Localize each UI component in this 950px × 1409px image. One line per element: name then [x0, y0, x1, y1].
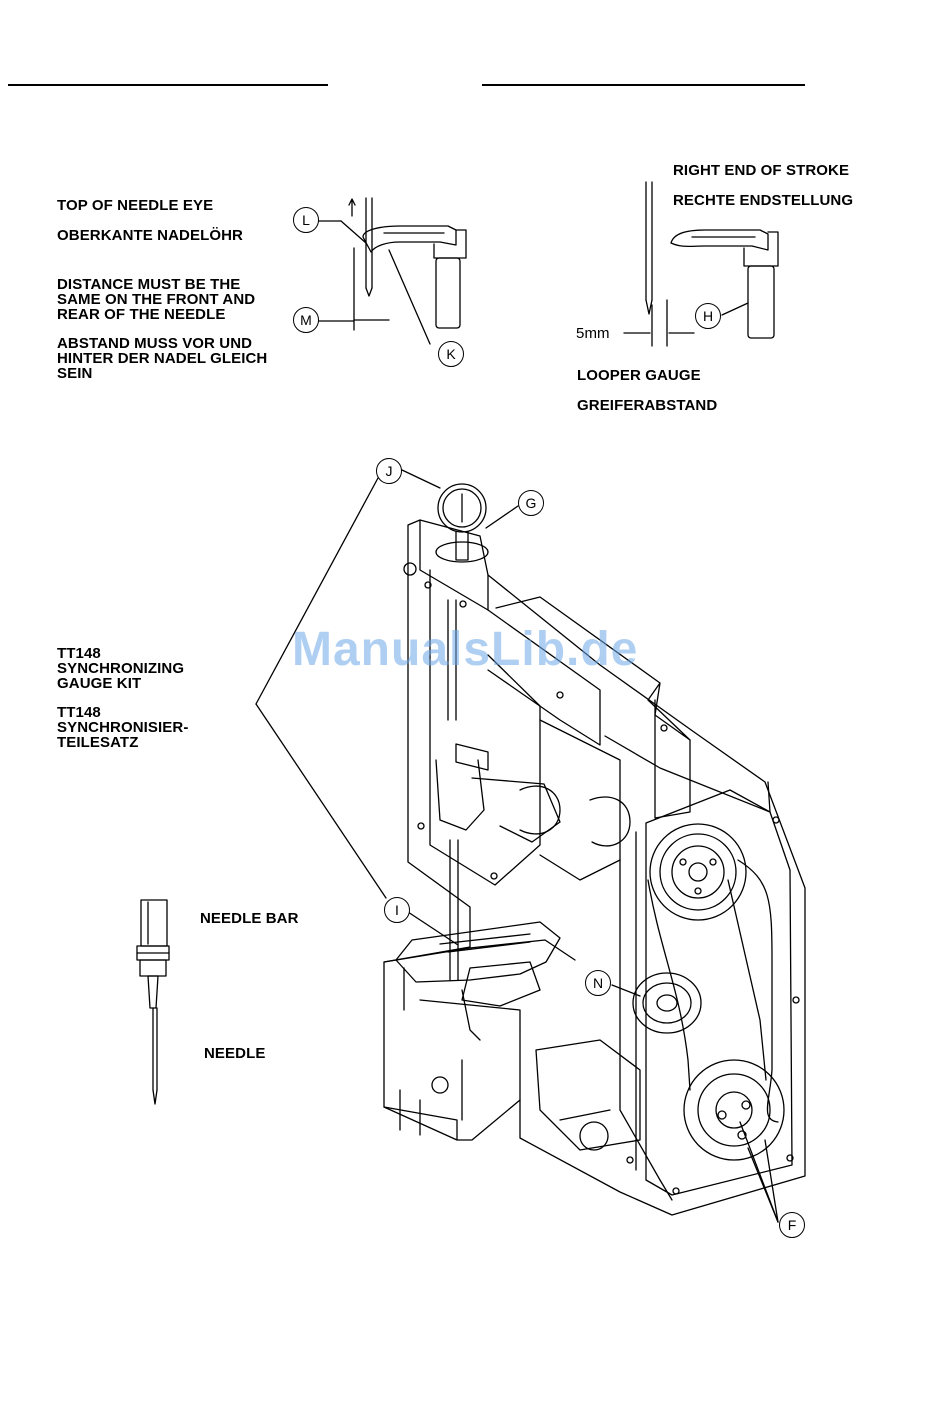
watermark: ManualsLib.de: [292, 623, 639, 676]
looper-gauge-label: LOOPER GAUGE: [577, 367, 701, 384]
callout-l: L: [293, 207, 319, 233]
looper-gauge-detail: [623, 181, 779, 347]
needle-bar-label: NEEDLE BAR: [200, 910, 299, 927]
right-end-of-stroke-label: RIGHT END OF STROKE: [673, 162, 850, 179]
greiferabstand-label: GREIFERABSTAND: [577, 397, 718, 414]
header-rule-right: [482, 84, 805, 86]
callout-g: G: [518, 490, 544, 516]
needle-bar-illustration: [136, 899, 170, 1105]
kit-name-english: TT148 SYNCHRONIZING GAUGE KIT: [57, 645, 185, 692]
rechte-endstellung-label: RECHTE ENDSTELLUNG: [673, 192, 854, 209]
header-rule-left: [8, 84, 328, 86]
abstand-instruction: ABSTAND MUSS VOR UND HINTER DER NADEL GL…: [57, 335, 268, 382]
machine-body: [383, 483, 806, 1216]
needle-eye-detail: [317, 197, 467, 345]
callout-j: J: [376, 458, 402, 484]
callout-f: F: [779, 1212, 805, 1238]
callout-i: I: [384, 897, 410, 923]
kit-name-german: TT148 SYNCHRONISIER- TEILESATZ: [57, 704, 189, 751]
callout-h: H: [695, 303, 721, 329]
oberkante-nadeloehr-label: OBERKANTE NADELÖHR: [57, 227, 243, 244]
callout-k: K: [438, 341, 464, 367]
distance-instruction: DISTANCE MUST BE THE SAME ON THE FRONT A…: [57, 276, 256, 323]
dimension-5mm-label: 5mm: [576, 325, 610, 342]
callout-n: N: [585, 970, 611, 996]
leader-lines: [255, 469, 779, 1223]
needle-label: NEEDLE: [204, 1045, 266, 1062]
callout-m: M: [293, 307, 319, 333]
top-of-needle-eye-label: TOP OF NEEDLE EYE: [57, 197, 214, 214]
